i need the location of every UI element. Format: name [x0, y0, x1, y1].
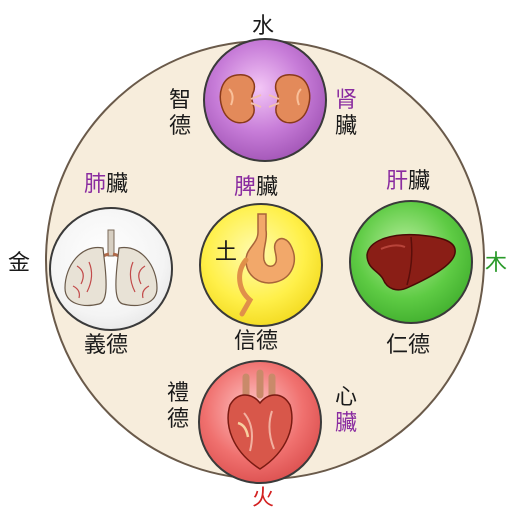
spleen-organ-suffix: 臟	[256, 175, 279, 200]
stomach-icon	[237, 213, 296, 317]
kidney-icon	[219, 74, 311, 124]
heart-icon	[227, 369, 293, 470]
stomach-circle	[199, 203, 323, 327]
lung-circle	[49, 207, 173, 331]
heart-organ-char2: 臟	[334, 411, 357, 436]
earth-label: 土	[215, 240, 238, 265]
kidney-circle	[203, 38, 327, 162]
lung-organ-label: 肺臟	[84, 173, 128, 197]
element-water-label: 水	[252, 14, 275, 39]
virtue-zhi-char1: 智	[168, 88, 191, 113]
lung-icon	[64, 229, 158, 307]
liver-organ-suffix: 臟	[408, 169, 431, 194]
liver-organ-label: 肝臟	[386, 170, 430, 194]
virtue-li-char2: 德	[166, 407, 189, 432]
virtue-zhi-char2: 德	[168, 114, 191, 139]
liver-circle	[349, 200, 473, 324]
lung-organ-suffix: 臟	[106, 172, 129, 197]
virtue-xin-label: 信德	[234, 329, 279, 354]
virtue-yi-label: 義德	[84, 333, 129, 358]
element-wood-label: 木	[485, 251, 508, 276]
element-metal-label: 金	[8, 251, 31, 276]
liver-icon	[366, 233, 456, 291]
kidney-organ-char1: 肾	[334, 88, 357, 113]
element-fire-label: 火	[252, 486, 275, 511]
kidney-organ-char2: 臟	[334, 114, 357, 139]
virtue-ren-label: 仁德	[386, 333, 431, 358]
heart-organ-char1: 心	[334, 385, 357, 410]
virtue-li-char1: 禮	[166, 381, 189, 406]
heart-circle	[198, 360, 322, 484]
lung-organ-radical: 肺	[84, 172, 107, 197]
spleen-organ-radical: 脾	[234, 175, 257, 200]
spleen-organ-label: 脾臟	[234, 176, 278, 200]
liver-organ-radical: 肝	[386, 169, 409, 194]
